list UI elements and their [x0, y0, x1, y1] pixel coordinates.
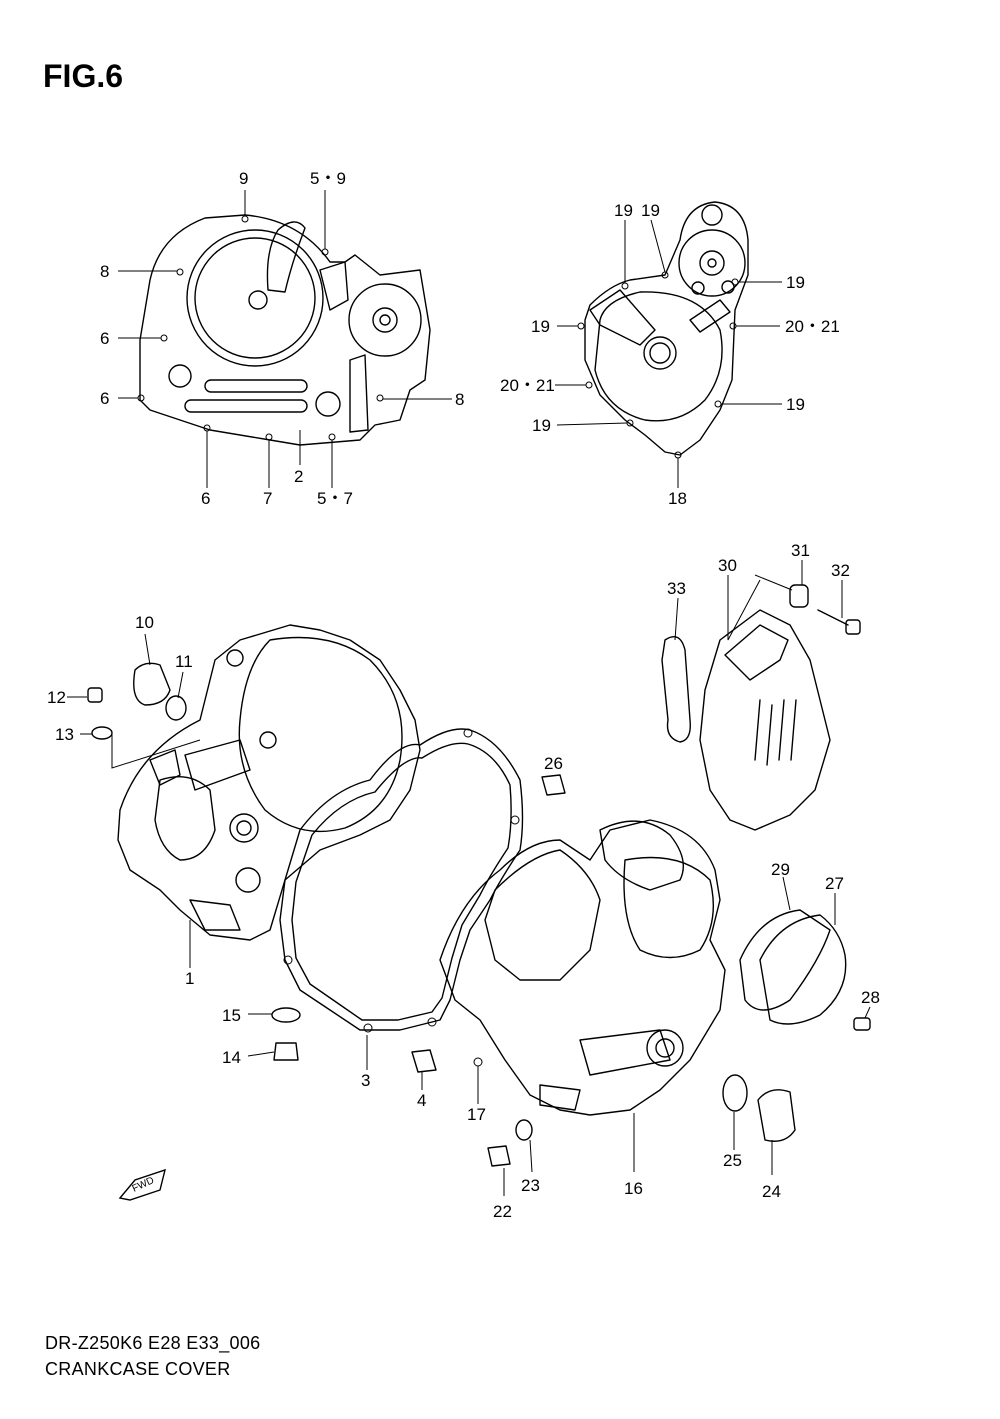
- callout-33: 33: [667, 579, 686, 598]
- fwd-arrow-badge: FWD: [118, 1168, 166, 1201]
- upper-right-cover-illustration: [577, 201, 749, 459]
- callout-31: 31: [791, 541, 810, 560]
- callout-19-f: 19: [532, 416, 551, 435]
- gasket-illustration: [279, 728, 524, 1033]
- callout-10: 10: [135, 613, 154, 632]
- callout-6-bottom: 6: [201, 489, 210, 508]
- callout-22: 22: [493, 1202, 512, 1221]
- callout-26: 26: [544, 754, 563, 773]
- callout-20-21-left: 20・21: [500, 376, 555, 395]
- sprocket-cover-illustration: [661, 584, 861, 831]
- callout-8-right: 8: [455, 390, 464, 409]
- callout-25: 25: [723, 1151, 742, 1170]
- callout-6-lower: 6: [100, 389, 109, 408]
- callout-23: 23: [521, 1176, 540, 1195]
- model-code: DR-Z250K6 E28 E33_006: [45, 1333, 261, 1353]
- callout-20-21-right: 20・21: [785, 317, 840, 336]
- callout-9-top: 9: [239, 169, 248, 188]
- callout-29: 29: [771, 860, 790, 879]
- callout-30: 30: [718, 556, 737, 575]
- callout-5-9: 5・9: [310, 169, 346, 188]
- magneto-cover-illustration: [439, 819, 726, 1116]
- callout-28: 28: [861, 988, 880, 1007]
- upper-right-leader-lines: [555, 219, 782, 488]
- callout-24: 24: [762, 1182, 781, 1201]
- bottom-leader-lines: [67, 560, 871, 1196]
- callout-15: 15: [222, 1006, 241, 1025]
- callout-2: 2: [294, 467, 303, 486]
- callout-32: 32: [831, 561, 850, 580]
- callout-19-a: 19: [614, 201, 633, 220]
- callout-19-c: 19: [786, 273, 805, 292]
- callout-3: 3: [361, 1071, 370, 1090]
- callout-5-7: 5・7: [317, 489, 353, 508]
- diagram-caption: CRANKCASE COVER: [45, 1359, 231, 1379]
- callout-8-left: 8: [100, 262, 109, 281]
- callout-11: 11: [175, 652, 193, 671]
- small-parts-illustration: [87, 662, 871, 1167]
- callout-18: 18: [668, 489, 687, 508]
- figure-title: FIG.6: [43, 58, 124, 94]
- callout-14: 14: [222, 1048, 241, 1067]
- callout-4: 4: [417, 1091, 426, 1110]
- callout-labels: 9 5・9 8 6 6 8 6 7 2 5・7 19 19 19 19 20・2…: [47, 169, 880, 1221]
- callout-6-upper: 6: [100, 329, 109, 348]
- callout-16: 16: [624, 1179, 643, 1198]
- callout-17: 17: [467, 1105, 486, 1124]
- callout-1: 1: [185, 969, 194, 988]
- callout-19-d: 19: [531, 317, 550, 336]
- callout-12: 12: [47, 688, 66, 707]
- callout-19-e: 19: [786, 395, 805, 414]
- upper-left-cover-illustration: [137, 214, 431, 446]
- crankcase-cover-left-illustration: [117, 624, 421, 941]
- callout-27: 27: [825, 874, 844, 893]
- callout-13: 13: [55, 725, 74, 744]
- callout-7-bottom: 7: [263, 489, 272, 508]
- upper-left-leader-lines: [118, 190, 452, 488]
- callout-19-b: 19: [641, 201, 660, 220]
